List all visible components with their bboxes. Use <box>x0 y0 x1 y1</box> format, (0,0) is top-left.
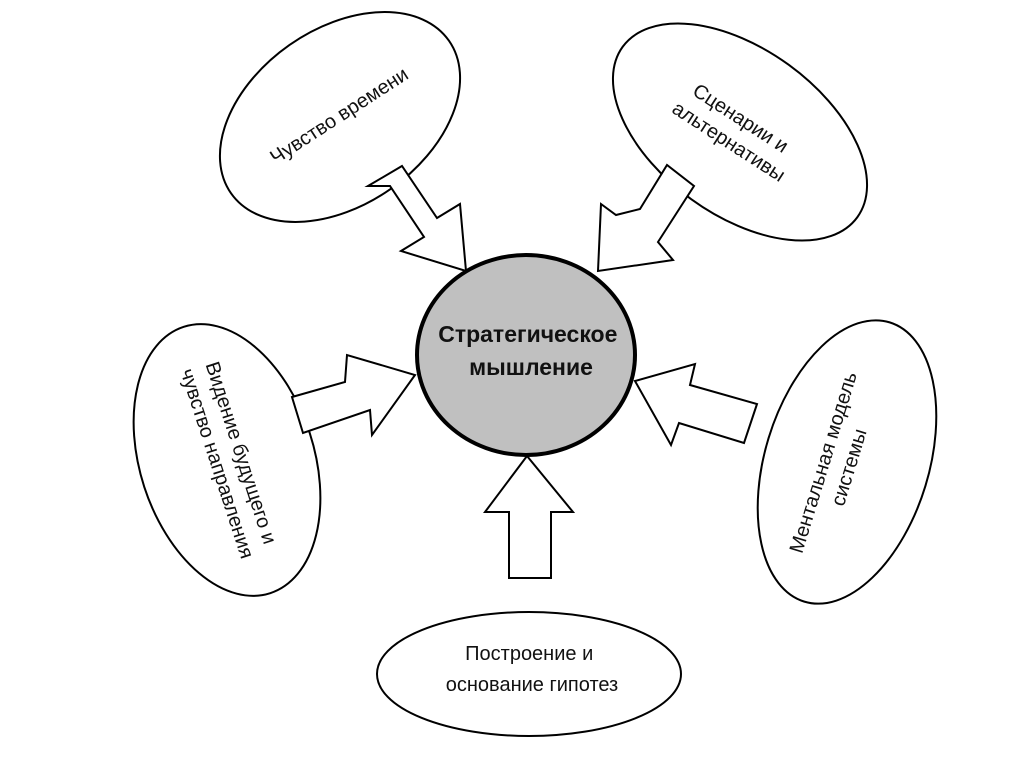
node-vision: Видение будущего и чувство направления <box>132 323 322 597</box>
node-hypotheses: Построение и основание гипотез <box>376 611 682 737</box>
arrow-from-time-sense <box>364 164 468 273</box>
svg-text:Построение и основание г: Построение и основание гипотез <box>446 643 618 696</box>
arrow-from-vision <box>290 353 417 438</box>
node-vision-oval <box>132 323 322 597</box>
arrow-from-scenarios <box>596 163 696 273</box>
svg-text:Стратегическое мышление: Стратегическое мышление <box>438 321 624 380</box>
node-mental-model-oval <box>756 319 938 605</box>
node-hypotheses-label-line2: основание гипотез <box>446 674 618 696</box>
core-concept-circle <box>415 253 637 457</box>
core-concept-label-line1: Стратегическое <box>438 321 617 347</box>
node-hypotheses-oval <box>376 611 682 737</box>
arrow-from-mental-model <box>633 362 759 448</box>
node-hypotheses-label-line1: Построение и <box>465 643 593 665</box>
node-mental-model: Ментальная модель системы <box>756 319 938 605</box>
core-concept-label-line2: мышление <box>469 354 593 380</box>
arrow-from-hypotheses <box>483 454 576 579</box>
core-concept: Стратегическое мышление <box>415 253 637 457</box>
node-scenarios: Сценарии и альтернативы <box>611 22 869 242</box>
